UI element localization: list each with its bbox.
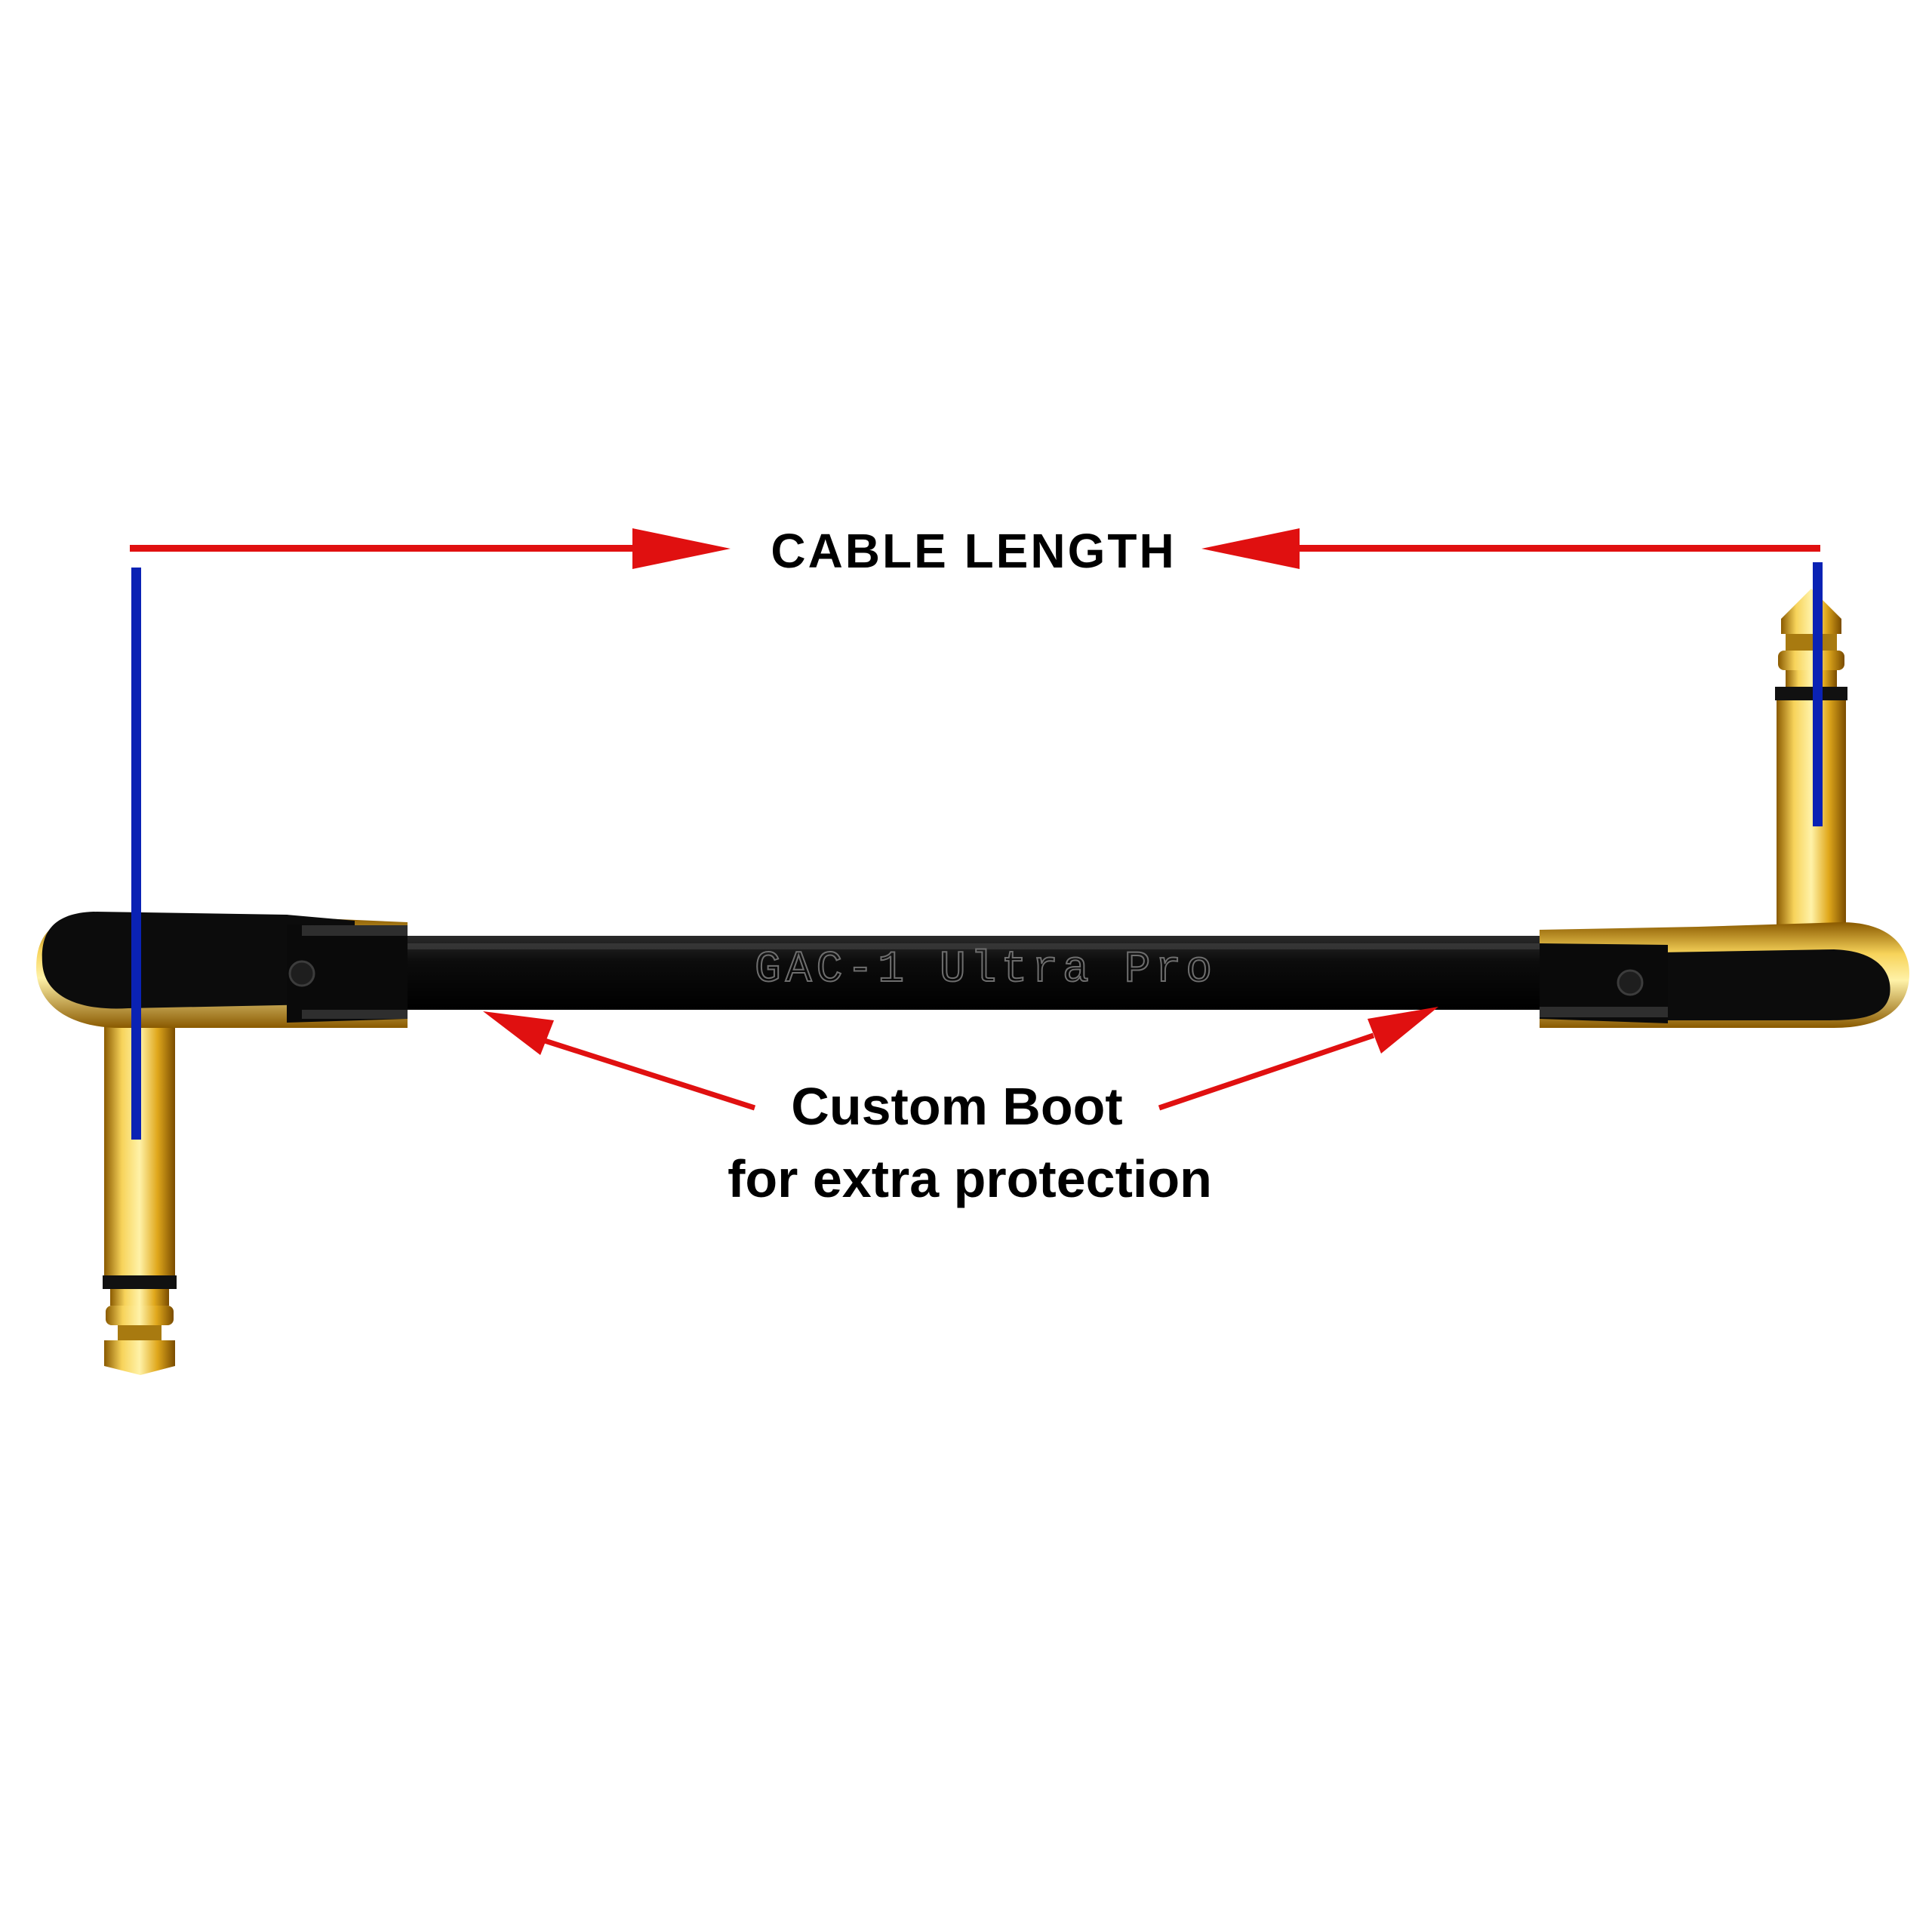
custom-boot-label: Custom Boot	[791, 1077, 1122, 1136]
right-strain-boot	[1540, 943, 1668, 1023]
right-plug-shaft	[1777, 700, 1846, 942]
right-plug-ring	[1775, 687, 1847, 700]
right-measure-line	[1813, 562, 1823, 826]
left-callout-arrowhead	[483, 1011, 554, 1055]
left-plug-ring	[103, 1275, 177, 1289]
custom-boot-callout: Custom Boot for extra protection	[483, 1007, 1438, 1208]
right-connector	[1540, 589, 1909, 1028]
left-connector	[36, 912, 408, 1375]
cable-length-label: CABLE LENGTH	[771, 524, 1176, 578]
left-length-line	[130, 545, 658, 552]
right-length-line	[1283, 545, 1820, 552]
left-measure-line	[131, 568, 141, 1140]
left-callout-line	[527, 1032, 756, 1111]
left-plug-tip	[104, 1340, 175, 1375]
right-callout-arrowhead	[1367, 1007, 1438, 1054]
cable-jacket	[392, 936, 1555, 1010]
right-plug-neck	[1786, 670, 1837, 687]
left-plug-neck	[110, 1289, 169, 1306]
right-screw	[1617, 969, 1644, 996]
cable-highlight	[408, 943, 1540, 949]
cable-jacket-print: GAC-1 Ultra Pro	[755, 946, 1217, 995]
cable-length-dimension: CABLE LENGTH	[130, 524, 1820, 578]
protection-label: for extra protection	[728, 1149, 1212, 1208]
right-plug-tip	[1781, 589, 1841, 634]
left-strain-boot	[287, 924, 408, 1023]
left-length-arrowhead	[632, 528, 731, 569]
right-callout-line	[1158, 1032, 1375, 1111]
left-screw	[288, 960, 315, 987]
right-length-arrowhead	[1201, 528, 1300, 569]
